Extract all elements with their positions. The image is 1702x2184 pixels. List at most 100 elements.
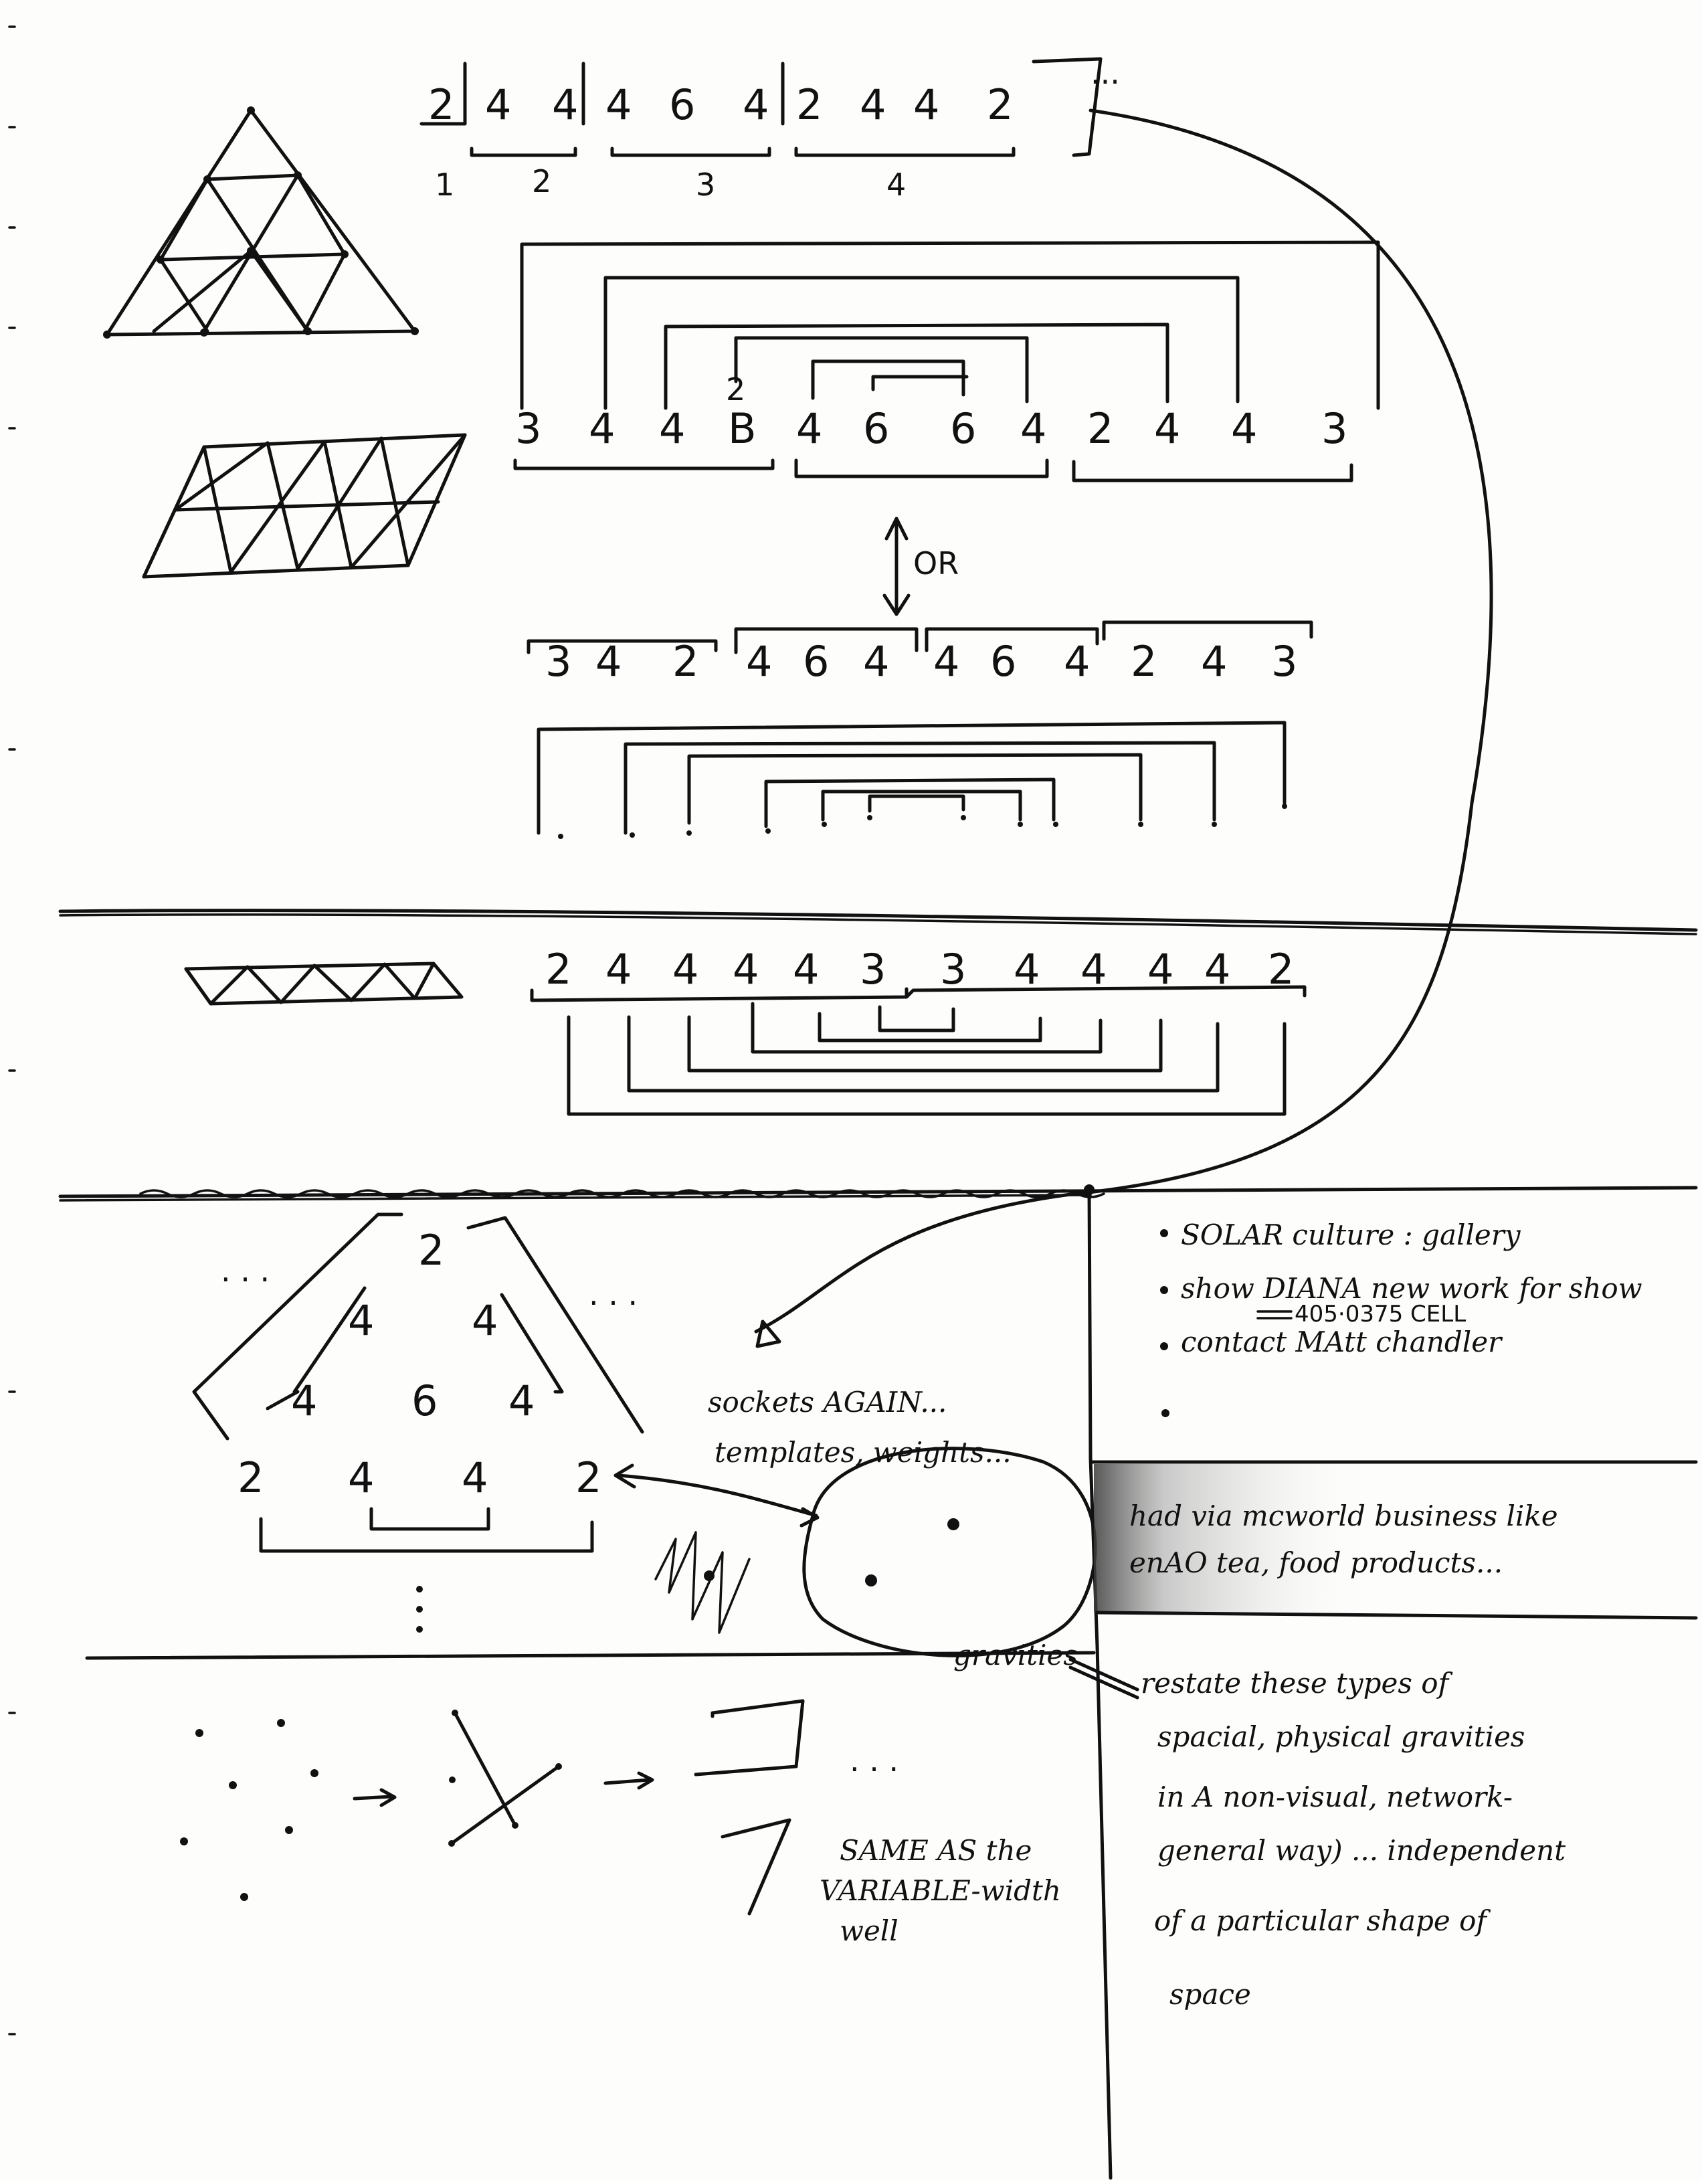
todo-list: SOLAR culture : gallery show DIANA new w… (1160, 1218, 1642, 1417)
row-c-number: 4 (1080, 945, 1107, 994)
or-label: OR (913, 545, 959, 581)
pyramid-number: 6 (411, 1376, 438, 1425)
top-seq-number: 4 (552, 80, 578, 129)
margin-ticks (8, 25, 16, 2035)
row-c-number: 4 (733, 945, 759, 994)
row-c-number: 4 (793, 945, 819, 994)
group-underbrace (794, 147, 1016, 157)
restate-line: spacial, physical gravities (1157, 1720, 1525, 1753)
todo-item: show DIANA new work for show (1181, 1272, 1642, 1305)
scribble-mark (654, 1531, 751, 1634)
shading-block (1094, 1464, 1375, 1613)
pyramid-number: 4 (462, 1453, 488, 1502)
row-a-number: 4 (589, 404, 615, 453)
row-c-number: 4 (605, 945, 632, 994)
restate-line: restate these types of (1141, 1667, 1453, 1700)
top-seq-number: 4 (485, 80, 511, 129)
group-divider (419, 62, 467, 126)
row-a-number: 2 (1087, 404, 1113, 453)
or-double-arrow: OR (882, 517, 959, 616)
top-seq-number: 4 (605, 80, 632, 129)
todo-item: contact MAtt chandler (1181, 1326, 1503, 1358)
section-divider-wave (139, 1189, 1105, 1198)
shaded-note: had via mcworld business like enAO tea, … (1090, 1460, 1698, 1620)
sockets-note: sockets AGAIN... templates, weights... g… (654, 1386, 1139, 1700)
row-b-number: 4 (933, 637, 959, 686)
top-seq-number: 6 (669, 80, 695, 129)
group-underbrace (610, 147, 771, 157)
group-underbrace (470, 147, 577, 157)
top-seq-number: 2 (987, 80, 1013, 129)
shaded-note-line2: enAO tea, food products... (1129, 1546, 1503, 1579)
connector-curve (754, 108, 1493, 1334)
row-c-number: 4 (1147, 945, 1173, 994)
row-c-number: 2 (545, 945, 571, 994)
row-c-number: 3 (940, 945, 966, 994)
section-divider (85, 1651, 1096, 1660)
top-seq-number: 2 (796, 80, 822, 129)
top-seq-ellipsis: ... (1091, 55, 1120, 91)
row-a-number: 6 (950, 404, 976, 453)
row-a-number: 4 (659, 404, 685, 453)
row-a-number: 4 (1020, 404, 1046, 453)
top-seq-number: 4 (860, 80, 886, 129)
row-a-number: 6 (863, 404, 889, 453)
restate-line: space (1169, 1978, 1251, 2011)
row-c-number: 4 (1204, 945, 1230, 994)
group-label: 3 (696, 167, 715, 203)
pyramid-number: 4 (348, 1453, 374, 1502)
dots-to-shape-sketch: · · · SAME AS the VARIABLE-width well (180, 1699, 1061, 1947)
row-b-number: 2 (672, 637, 698, 686)
section-divider (59, 1194, 1092, 1202)
pyramid-section: . . . . . . 2 4 4 4 6 4 2 4 4 2 (192, 1212, 820, 1633)
group-bracket (1032, 57, 1103, 157)
pyramid-ellipsis: . . . (221, 1253, 270, 1289)
triangle-lattice-sketch (103, 106, 419, 339)
shaded-note-line1: had via mcworld business like (1129, 1499, 1558, 1532)
row-a-number: 3 (515, 404, 541, 453)
pyramid-number: 4 (472, 1296, 498, 1345)
restate-line: in A non-visual, network- (1157, 1781, 1513, 1813)
sockets-line1: sockets AGAIN... (708, 1386, 947, 1419)
row-b-number: 6 (990, 637, 1016, 686)
pyramid-number: 2 (238, 1453, 264, 1502)
top-seq-number: 4 (743, 80, 769, 129)
bottom-note-line: VARIABLE-width (820, 1874, 1061, 1907)
group-label: 4 (886, 167, 906, 203)
gravities-label: gravities (953, 1639, 1078, 1671)
row-c-number: 4 (1014, 945, 1040, 994)
gravity-blob (802, 1447, 1097, 1657)
bottom-note-line: well (840, 1914, 899, 1947)
row-b-number: 2 (1131, 637, 1157, 686)
section-divider (58, 909, 1698, 932)
row-a-number: 4 (1154, 404, 1180, 453)
top-seq-number: 4 (913, 80, 939, 129)
pyramid-number: 4 (508, 1376, 535, 1425)
group-label: 2 (532, 163, 551, 199)
pyramid-number: 4 (348, 1296, 374, 1345)
row-c-number: 3 (860, 945, 886, 994)
todo-item: SOLAR culture : gallery (1181, 1218, 1521, 1251)
row-b-number: 6 (803, 637, 829, 686)
row-b-number: 4 (746, 637, 772, 686)
row-a-number: 3 (1321, 404, 1347, 453)
todo-phone: 405·0375 CELL (1295, 1301, 1466, 1328)
row-b-number: 4 (1201, 637, 1227, 686)
pyramid-number: 4 (291, 1376, 317, 1425)
bottom-note-line: SAME AS the (840, 1834, 1032, 1867)
top-seq-number: 2 (428, 80, 454, 129)
zigzag-strip-sketch (184, 962, 464, 1006)
row-b-number: 4 (863, 637, 889, 686)
row-b-number: 3 (1271, 637, 1297, 686)
pyramid-number: 2 (575, 1453, 601, 1502)
row-a-number: 4 (796, 404, 822, 453)
restate-line: general way) ... independent (1157, 1834, 1566, 1867)
restate-note: restate these types of spacial, physical… (1141, 1667, 1566, 2011)
